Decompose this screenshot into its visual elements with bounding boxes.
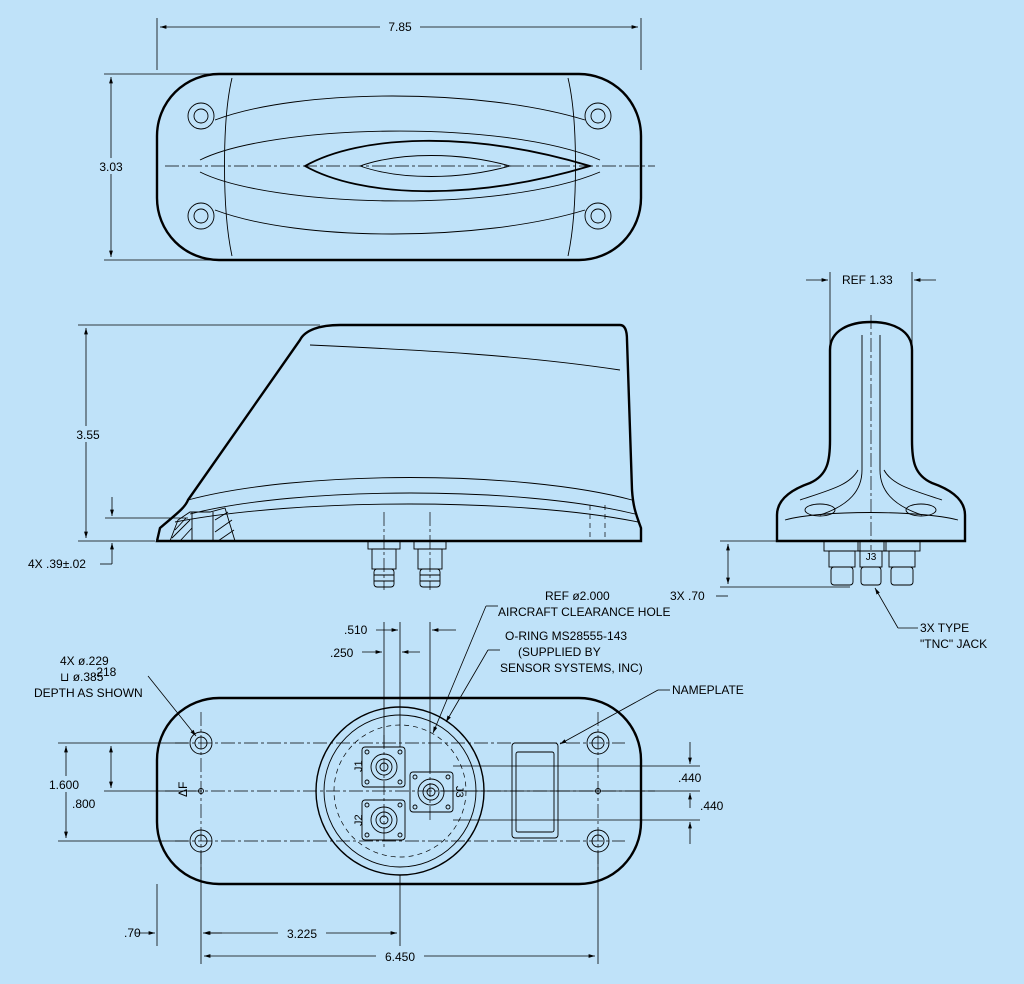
connector-j3 [409, 771, 454, 813]
dim-1600: 1.600 [49, 778, 79, 792]
hole-depth-dim: 4X .39±.02 [28, 557, 86, 571]
end-view: J3 REF 1.33 3X .70 3X TYPE "TNC" JACK [670, 272, 987, 651]
ref-width-dim: REF 1.33 [842, 273, 893, 287]
tnc-connector [413, 540, 447, 588]
dim-510: .510 [344, 623, 368, 637]
dim-800: .800 [72, 797, 96, 811]
ref-clearance-2: AIRCRAFT CLEARANCE HOLE [498, 605, 670, 619]
mount-hole [584, 102, 612, 130]
dim-70: .70 [124, 926, 141, 940]
oring-1: O-RING MS28555-143 [505, 629, 627, 643]
connector-length-dim: 3X .70 [670, 589, 705, 603]
overall-length-dim: 7.85 [388, 20, 412, 34]
mount-hole [187, 102, 215, 130]
side-view-outline [155, 323, 643, 543]
dim-250: .250 [330, 646, 354, 660]
j1-label: J1 [353, 760, 365, 772]
dim-3225: 3.225 [287, 927, 317, 941]
oring-3: SENSOR SYSTEMS, INC) [500, 661, 643, 675]
overall-width-dim: 3.03 [99, 160, 123, 174]
nameplate [511, 742, 559, 839]
mount-hole [586, 731, 610, 755]
hole-callout-cbore: ⊔ ø.385 [60, 670, 104, 684]
hole-callout-3: DEPTH AS SHOWN [34, 686, 143, 700]
connector-j2 [361, 799, 406, 841]
mount-hole [187, 202, 215, 230]
connector-note-2: "TNC" JACK [920, 637, 987, 651]
dim-440-b: .440 [700, 799, 724, 813]
mount-hole [584, 202, 612, 230]
connector-note-1: 3X TYPE [920, 621, 969, 635]
oring-2: (SUPPLIED BY [518, 645, 601, 659]
j3-label: J3 [453, 786, 465, 798]
top-view-outline [155, 72, 643, 262]
hole-callout-1: 4X ø.229 [60, 654, 109, 668]
mount-hole [189, 731, 213, 755]
forward-mark: ΔF [176, 782, 190, 797]
height-dim: 3.55 [76, 428, 100, 442]
tnc-connector-end [823, 540, 921, 586]
tnc-connector [367, 540, 401, 588]
end-view-j3-label: J3 [866, 552, 877, 563]
nameplate-label: NAMEPLATE [672, 683, 744, 697]
ref-clearance-1: REF ø2.000 [545, 589, 610, 603]
connector-j1 [361, 746, 406, 788]
bottom-view: J1 J2 J3 ΔF 1.600 .800 .440 .440 .510 [34, 589, 744, 964]
dim-440-a: .440 [678, 771, 702, 785]
side-view: 3.55 4X .39±.02 [28, 323, 643, 590]
j2-label: J2 [353, 814, 365, 826]
top-view: 7.85 3.03 [95, 18, 655, 262]
hole-callout-tol: .218 [93, 665, 117, 679]
dim-6450: 6.450 [385, 950, 415, 964]
